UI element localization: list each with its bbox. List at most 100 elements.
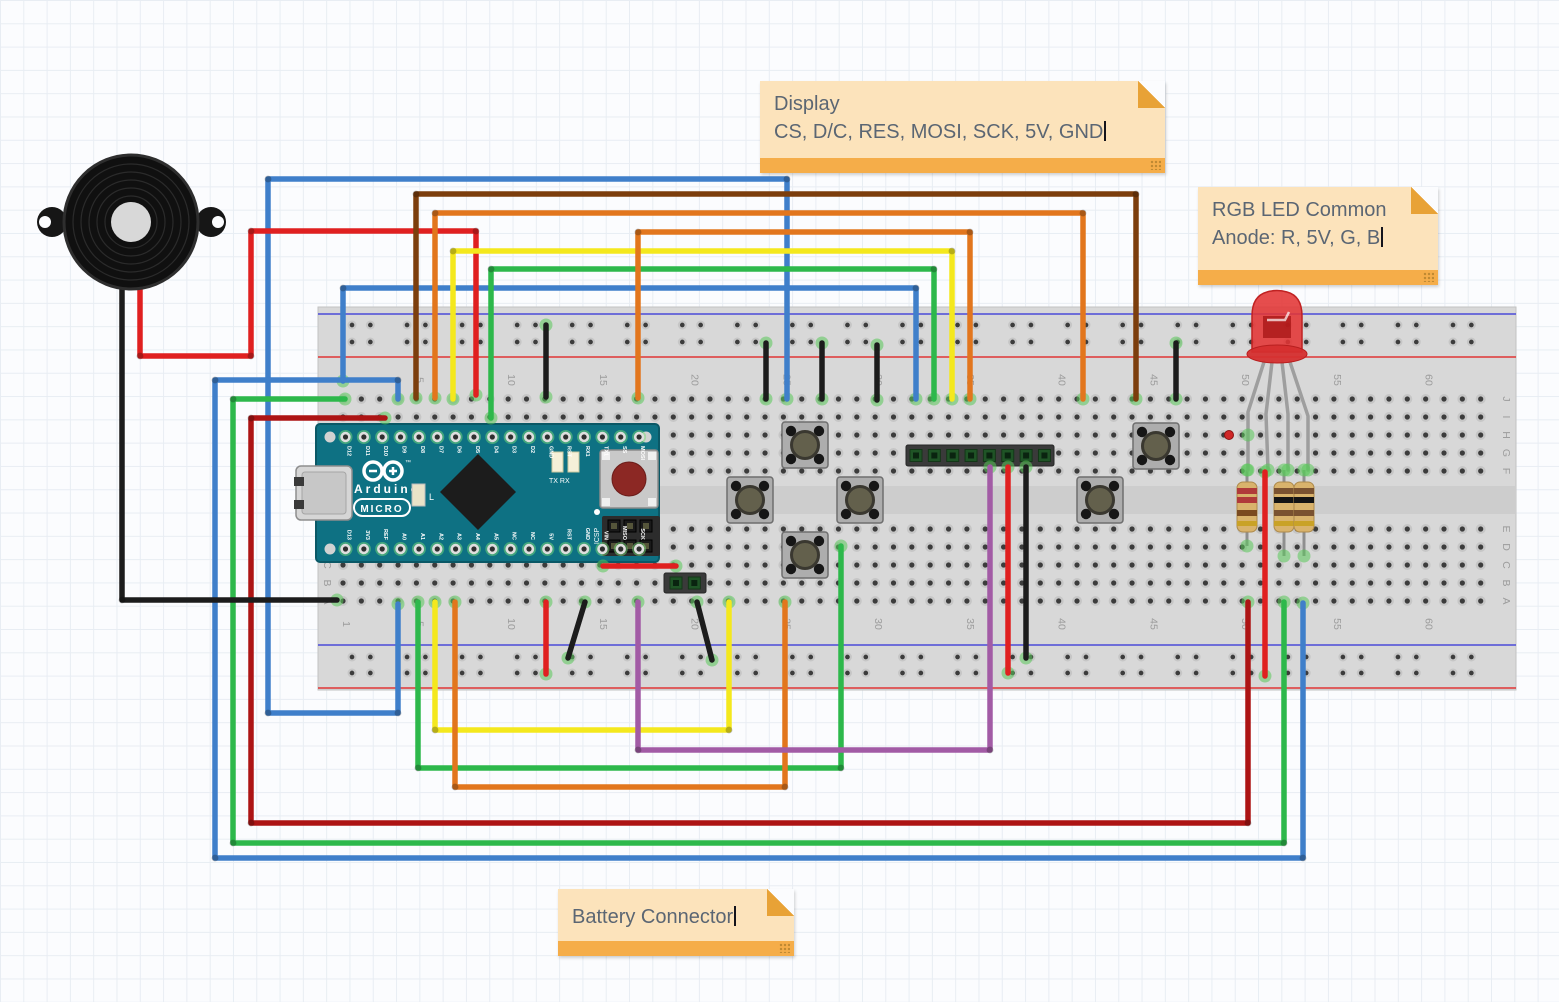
svg-text:60: 60	[1423, 374, 1435, 386]
arduino-model-badge: MICRO	[353, 498, 411, 517]
note-bar[interactable]	[760, 158, 1165, 173]
svg-text:55: 55	[1331, 374, 1343, 386]
svg-text:45: 45	[1147, 618, 1159, 630]
svg-text:REF: REF	[382, 529, 388, 541]
svg-text:TX1: TX1	[602, 446, 608, 456]
svg-text:B: B	[321, 579, 333, 586]
svg-text:A: A	[1500, 597, 1512, 604]
orange-header-pin4-wire[interactable]	[634, 228, 974, 402]
svg-text:GND: GND	[584, 528, 590, 540]
svg-text:A1: A1	[419, 533, 425, 540]
yellow-header-pin3-wire[interactable]	[449, 247, 956, 402]
svg-text:40: 40	[1056, 374, 1068, 386]
svg-text:RX1: RX1	[584, 446, 590, 457]
push-button-2[interactable]	[726, 476, 774, 524]
rgb-led[interactable]	[1246, 289, 1308, 364]
svg-text:MISO: MISO	[621, 526, 627, 541]
yellow-bottom-loop-wire[interactable]	[431, 599, 733, 734]
svg-text:20: 20	[689, 374, 701, 386]
resistor-2[interactable]	[1273, 470, 1295, 556]
resize-handle-icon[interactable]	[779, 943, 790, 953]
svg-text:GND: GND	[547, 446, 553, 458]
note-display[interactable]: Display CS, D/C, RES, MOSI, SCK, 5V, GND	[760, 81, 1165, 173]
svg-text:H: H	[1500, 431, 1512, 439]
svg-text:D5: D5	[474, 446, 480, 453]
connection-glow-layer	[330, 318, 1315, 683]
piezo-buzzer[interactable]	[37, 153, 226, 291]
svg-text:50: 50	[1239, 374, 1251, 386]
svg-text:A5: A5	[492, 533, 498, 540]
purple-header-pin5-wire[interactable]	[634, 464, 994, 754]
svg-text:I: I	[1500, 416, 1512, 419]
black-buzzer-wire[interactable]	[118, 267, 340, 604]
svg-text:D4: D4	[492, 446, 498, 454]
svg-text:3V3: 3V3	[364, 530, 370, 540]
black-diag-1-wire[interactable]	[565, 599, 588, 661]
blue-rgb-b-wire[interactable]	[211, 376, 1307, 862]
rgb-led-leg-4	[1288, 360, 1310, 472]
svg-text:RST: RST	[566, 529, 572, 541]
svg-text:SCK: SCK	[639, 528, 645, 540]
green-rgb-g-wire[interactable]	[229, 395, 1288, 847]
note-display-body: CS, D/C, RES, MOSI, SCK, 5V, GND	[774, 121, 1104, 144]
resistor-1[interactable]	[1236, 470, 1258, 546]
blue-header-pin1-wire[interactable]	[339, 284, 920, 402]
svg-text:1: 1	[340, 621, 352, 627]
push-button-5[interactable]	[1132, 422, 1180, 470]
resize-handle-icon[interactable]	[1423, 272, 1434, 282]
svg-text:A0: A0	[401, 533, 407, 540]
push-button-1[interactable]	[781, 421, 829, 469]
led-l-label: L	[429, 492, 434, 502]
top-components-layer	[37, 153, 1308, 364]
svg-text:20: 20	[689, 618, 701, 630]
svg-text:30: 30	[872, 618, 884, 630]
svg-text:60: 60	[1423, 618, 1435, 630]
svg-text:A2: A2	[437, 533, 443, 540]
svg-text:J: J	[1500, 396, 1512, 401]
resistor-3[interactable]	[1293, 470, 1315, 556]
battery-header[interactable]	[663, 572, 707, 594]
note-rgb-body: Anode: R, 5V, G, B	[1212, 227, 1381, 250]
svg-text:55: 55	[1331, 618, 1343, 630]
svg-text:D2: D2	[529, 446, 535, 453]
svg-text:45: 45	[1147, 374, 1159, 386]
darkred-battery-loop-wire[interactable]	[247, 414, 1252, 827]
green-header-pin2-wire[interactable]	[487, 265, 938, 421]
svg-text:MOSI: MOSI	[639, 446, 645, 461]
mcu-chip	[440, 454, 516, 530]
svg-text:E: E	[1500, 525, 1512, 532]
arduino-logo-icon: ™	[362, 459, 411, 482]
resize-handle-icon[interactable]	[1150, 160, 1161, 170]
note-fold-icon	[1411, 187, 1438, 214]
svg-text:G: G	[1500, 449, 1512, 457]
svg-text:D: D	[1500, 543, 1512, 551]
svg-text:15: 15	[597, 618, 609, 630]
push-button-3[interactable]	[836, 476, 884, 524]
brown-long-wire[interactable]	[412, 190, 1140, 402]
svg-text:A4: A4	[474, 533, 480, 541]
note-bar[interactable]	[558, 941, 794, 956]
push-button-6[interactable]	[1076, 476, 1124, 524]
svg-text:D10: D10	[382, 446, 388, 456]
svg-text:ICSP: ICSP	[594, 528, 601, 545]
svg-text:5V: 5V	[547, 533, 553, 540]
red-buzzer-wire[interactable]	[136, 227, 480, 398]
svg-text:VIN: VIN	[602, 531, 608, 540]
black-diag-2-wire[interactable]	[694, 599, 715, 663]
svg-text:D12: D12	[346, 446, 352, 456]
note-battery-title: Battery Connector	[572, 906, 734, 928]
orange-long-wire[interactable]	[431, 209, 1087, 402]
svg-text:D11: D11	[364, 446, 370, 456]
push-button-4[interactable]	[781, 531, 829, 579]
rgb-led-leg-2	[1264, 360, 1274, 472]
display-header[interactable]	[905, 444, 1055, 467]
reset-button[interactable]	[599, 449, 659, 509]
note-battery[interactable]: Battery Connector	[558, 889, 794, 956]
green-bottom-loop-wire[interactable]	[414, 543, 845, 772]
orange-bottom-loop-wire[interactable]	[451, 599, 789, 791]
note-bar[interactable]	[1198, 270, 1438, 285]
note-rgb-led[interactable]: RGB LED Common Anode: R, 5V, G, B	[1198, 187, 1438, 285]
svg-text:10: 10	[505, 374, 517, 386]
